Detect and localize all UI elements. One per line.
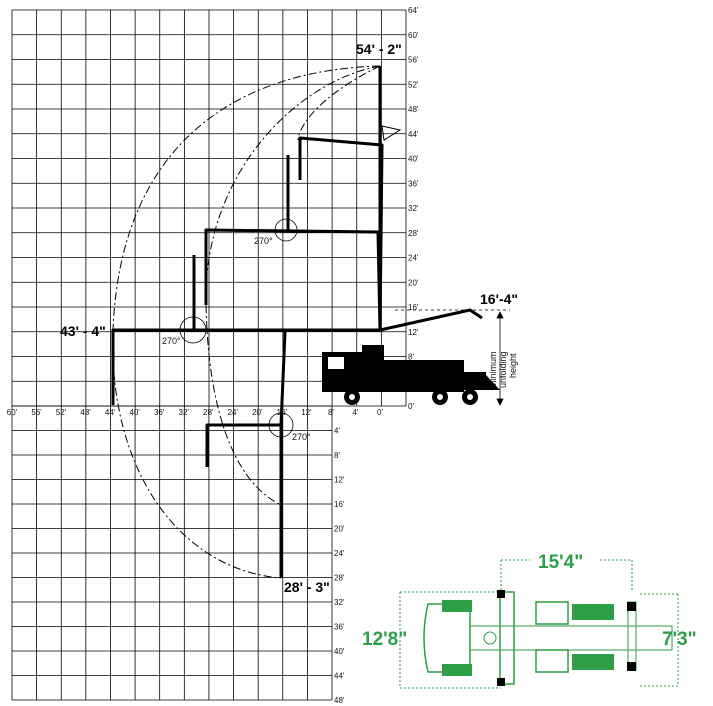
angle-label-1: 270° [254,236,273,246]
unfold-height-label: 16'-4" [480,291,518,307]
y-tick-label: 16' [334,500,345,509]
y-tick-label: 48' [334,696,345,705]
lower-grid [11,405,333,701]
y-tick-label: 16' [408,303,419,312]
y-tick-label: 8' [408,353,414,362]
min-unfold-label-3: height [508,353,518,378]
outrigger-boom [379,308,483,332]
y-tick-label: 8' [334,451,340,460]
x-tick-label: 60' [7,408,18,417]
y-tick-label: 32' [408,204,419,213]
max-height-label: 54' - 2" [356,41,402,57]
max-depth-label: 28' - 3" [284,579,330,595]
arc-1 [274,218,298,242]
y-tick-label: 32' [334,598,345,607]
angle-label-3: 270° [292,432,311,442]
outrigger-width-label: 15'4" [538,552,583,573]
y-tick-label: 0' [408,402,414,411]
x-tick-label: 20' [252,408,263,417]
max-reach-label: 43' - 4" [60,323,106,339]
y-tick-label: 12' [334,476,345,485]
y-tick-label: 36' [408,179,419,188]
boom-position-2 [298,136,384,331]
footprint-diagram [399,559,679,689]
y-tick-label: 24' [334,549,345,558]
y-tick-label: 28' [408,229,419,238]
y-tick-label: 24' [408,254,419,263]
x-tick-label: 36' [154,408,165,417]
upper-grid [11,9,407,407]
y-tick-label: 28' [334,574,345,583]
y-tick-label: 40' [408,155,419,164]
rotation-arcs [179,218,298,438]
y-tick-label: 20' [334,525,345,534]
y-axis-labels-upper: 64' 60' 56' 52' 48' 44' 40' 36' 32' 28' 24' 20' 16' 1… [408,6,419,411]
mid-envelope-curve [297,65,381,141]
y-tick-label: 40' [334,647,345,656]
y-axis-labels-lower: 4' 8' 12' 16' 20' 24' 28' 32' 36' 40' 44' 48' [334,427,345,706]
x-tick-label: 44' [105,408,116,417]
front-width-label: 12'8" [362,629,407,650]
y-tick-label: 12' [408,328,419,337]
y-tick-label: 36' [334,623,345,632]
y-tick-label: 20' [408,278,419,287]
y-tick-label: 56' [408,56,419,65]
angle-label-2: 270° [162,336,181,346]
x-tick-label: 24' [228,408,239,417]
x-axis-labels: 60'56'52'48'44'40'36'32'28'24'20'16'12'8… [7,408,384,417]
x-tick-label: 56' [31,408,42,417]
x-tick-label: 12' [301,408,312,417]
x-tick-label: 40' [129,408,140,417]
x-tick-label: 28' [203,408,214,417]
min-unfold-label-1: Minimum [488,351,498,388]
x-tick-label: 0' [377,408,383,417]
hatch-fan [381,125,402,141]
x-tick-label: 32' [179,408,190,417]
y-tick-label: 64' [408,6,419,15]
y-tick-label: 60' [408,31,419,40]
y-tick-label: 4' [334,427,340,436]
y-tick-label: 52' [408,80,419,89]
boom-position-3 [204,228,382,331]
boom-position-5 [205,331,287,467]
arc-3 [268,412,294,438]
y-tick-label: 48' [408,105,419,114]
boom-positions [111,66,483,578]
min-unfold-label-2: unfolding [498,351,508,388]
rear-width-label: 7'3" [662,629,697,650]
arc-2 [179,316,207,344]
x-tick-label: 48' [80,408,91,417]
x-tick-label: 4' [352,408,358,417]
y-tick-label: 44' [408,130,419,139]
x-tick-label: 8' [328,408,334,417]
x-tick-label: 52' [56,408,67,417]
truck-icon [322,345,500,405]
y-tick-label: 44' [334,672,345,681]
unfold-height-dimension [395,309,510,406]
boom-position-4 [111,328,380,405]
